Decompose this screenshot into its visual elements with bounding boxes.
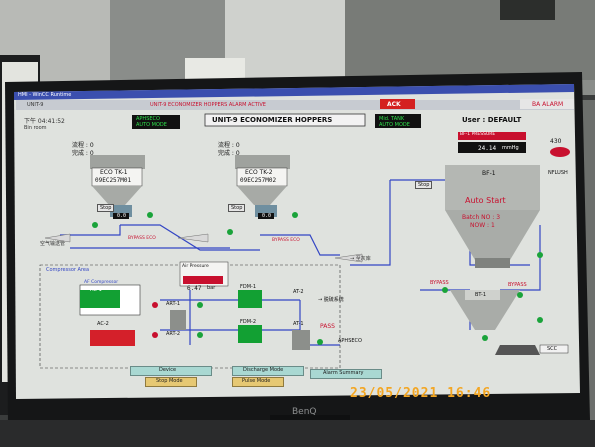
tank2-counter: 流程 : 0	[218, 142, 240, 149]
bf1-label: BF-1	[482, 170, 496, 177]
bf1-pressure-label: BF-1 PRESSURE	[460, 132, 496, 137]
stop-mode-button[interactable]: Stop Mode	[145, 377, 197, 387]
tank2-bypass-label: BYPASS ECO	[272, 238, 300, 243]
pass-label: PASS	[320, 323, 335, 330]
monitor-brand: BenQ	[292, 407, 317, 417]
at1-label: AT-1	[293, 321, 304, 327]
bf1-nflush: NFLUSH	[548, 170, 568, 176]
air-pressure-unit: bar	[207, 285, 216, 291]
alarm-summary-button-label: Alarm Summary	[323, 370, 364, 376]
pulse-mode-button-label: Pulse Mode	[242, 378, 271, 384]
compressor-area-title: Compressor Area	[46, 267, 90, 273]
out-label: → 脱硫系统	[318, 297, 344, 303]
fdm2-label[interactable]: FDM-2	[240, 319, 257, 325]
tank1-stop-button[interactable]: Stop	[97, 204, 115, 212]
bf1-stop-button[interactable]: Stop	[415, 181, 433, 189]
page-tab[interactable]: UNIT-9	[27, 102, 44, 108]
air-pressure-title: Air Pressure	[182, 264, 209, 269]
scc-label: SCC	[547, 346, 558, 352]
tank2-label: ECO TK-2	[245, 169, 273, 176]
tank1-subcounter: 完成 : 0	[72, 150, 94, 157]
ba-alarm-button[interactable]: BA ALARM	[532, 101, 564, 108]
tank2-level: 0.0	[262, 213, 272, 219]
compressor-sub-title: AF Compressor	[84, 280, 119, 285]
tank1-tag: 09EC257M01	[95, 177, 132, 184]
bf1-status: Auto Start	[465, 196, 506, 205]
art1-label: ART-1	[166, 301, 181, 307]
bf1-now: NOW : 1	[470, 222, 495, 229]
ac1-label[interactable]: AC-1	[90, 287, 102, 293]
tank2-tag: 09EC257M02	[240, 177, 277, 184]
bt1-label: BT-1	[475, 292, 487, 298]
tank1-level: 0.0	[117, 213, 127, 219]
operator-label: Bin room	[24, 125, 47, 131]
tank1-label: ECO TK-1	[100, 169, 128, 176]
mode-left-line2[interactable]: AUTO MODE	[136, 122, 167, 128]
alarm-banner: UNIT-9 ECONOMIZER HOPPERS ALARM ACTIVE	[150, 102, 266, 108]
stop-mode-button-label: Stop Mode	[156, 378, 183, 384]
clock-time: 下午 04:41:52	[24, 118, 65, 125]
tank1-bypass-label: BYPASS ECO	[128, 236, 156, 241]
air-pressure-value: 6.47	[187, 285, 202, 292]
art2-label: ART-2	[166, 331, 181, 337]
ack-button[interactable]: ACK	[387, 101, 401, 108]
value-430: 430	[550, 138, 562, 145]
device-button-label: Device	[159, 367, 177, 373]
device-button[interactable]: Device	[130, 366, 212, 376]
at2-label: AT-2	[293, 289, 304, 295]
user-label: User : DEFAULT	[462, 116, 522, 124]
bf1-batch: Batch NO : 3	[462, 214, 501, 221]
discharge-mode-button[interactable]: Discharge Mode	[232, 366, 304, 376]
pulse-mode-button[interactable]: Pulse Mode	[232, 377, 284, 387]
mode-right-line1[interactable]: Mid. TANK	[379, 116, 405, 122]
bf1-pressure-unit: mmHg	[502, 145, 519, 151]
window-title: HMI - WinCC Runtime	[18, 92, 72, 98]
mode-right-line2[interactable]: AUTO MODE	[379, 122, 410, 128]
aph-label: APHSECO	[338, 338, 362, 344]
photo-timestamp: 23/05/2021 16:46	[350, 386, 492, 401]
ac2-label[interactable]: AC-2	[97, 321, 109, 327]
fdm1-label[interactable]: FDM-1	[240, 284, 257, 290]
mode-left-line1[interactable]: APHSECO	[136, 116, 160, 122]
page-title: UNIT-9 ECONOMIZER HOPPERS	[212, 116, 333, 124]
tank2-stop-button[interactable]: Stop	[228, 204, 246, 212]
pipe-right-label: → 至灰库	[350, 256, 371, 262]
alarm-summary-button[interactable]: Alarm Summary	[310, 369, 382, 379]
bf1-bypass-left: BYPASS	[430, 280, 449, 286]
tank2-subcounter: 完成 : 0	[218, 150, 240, 157]
bf1-bypass-right: BYPASS	[508, 282, 527, 288]
pipe-left-label: 空气输送管	[40, 241, 66, 247]
discharge-mode-button-label: Discharge Mode	[243, 367, 284, 373]
tank1-counter: 流程 : 0	[72, 142, 94, 149]
bf1-pressure-value: 24.14	[478, 145, 497, 152]
